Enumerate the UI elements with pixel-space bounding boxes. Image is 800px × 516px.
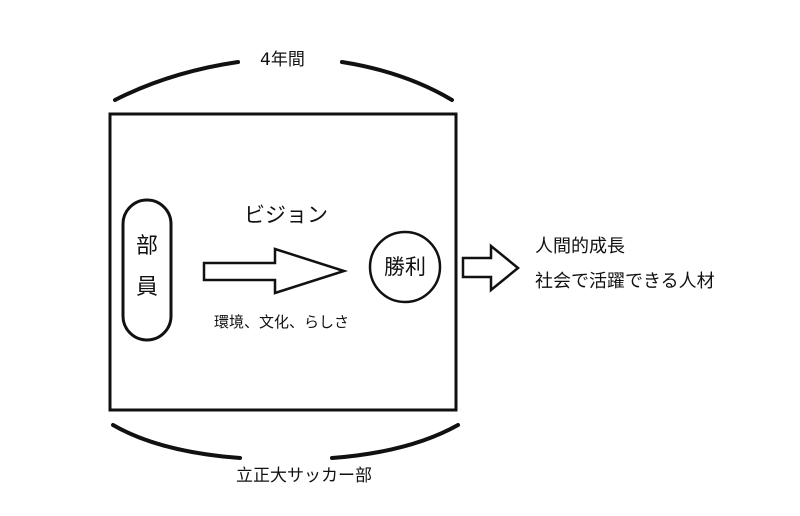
member-label-char: 員 — [135, 275, 158, 300]
organization-frame — [108, 112, 458, 412]
organization-label: 立正大サッカー部 — [236, 466, 372, 486]
outcome-line-growth: 人間的成長 — [535, 236, 625, 257]
vision-subtitle: 環境、文化、らしさ — [214, 313, 350, 331]
top-brace-left — [113, 60, 240, 102]
victory-circle — [368, 230, 442, 304]
bottom-brace — [111, 423, 460, 460]
member-pill — [121, 198, 173, 342]
member-label-char: 部 — [135, 234, 158, 259]
output-arrow — [461, 243, 520, 293]
outcome-line-talent: 社会で活躍できる人材 — [535, 271, 715, 292]
period-label: 4年間 — [260, 50, 305, 70]
victory-label: 勝利 — [384, 255, 426, 279]
vision-label: ビジョン — [244, 203, 328, 227]
top-brace-right — [340, 60, 454, 102]
vision-arrow — [202, 247, 349, 295]
